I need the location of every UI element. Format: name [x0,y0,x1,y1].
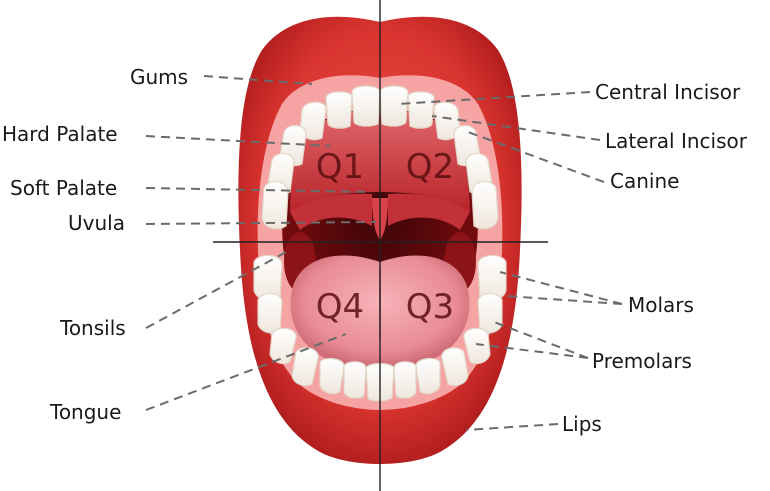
leader-lateral-incisor [431,115,601,141]
label-lips: Lips [562,412,602,436]
soft-palate-shape-right [388,193,470,230]
lower-incisor-5 [415,357,441,395]
quadrant-q3: Q3 [406,287,454,327]
leader-canine [467,131,605,183]
leader-lines [145,75,623,431]
leader-tonsils [145,249,291,329]
leader-lips [465,423,559,431]
central-incisor-right [379,85,409,127]
label-central-incisor: Central Incisor [595,80,741,104]
lateral-incisor-left [325,91,353,129]
lower-incisor-1 [319,357,345,395]
lower-premolar-right-2 [463,327,491,365]
soft-palate-shape [290,193,372,230]
label-canine: Canine [610,169,679,193]
lower-canine-left [291,347,319,387]
label-hard-palate: Hard Palate [2,122,118,146]
lower-incisor-2 [343,361,367,399]
upper-molar-right [471,181,499,230]
label-premolars: Premolars [592,349,692,373]
central-incisor-left [351,85,381,127]
lower-premolar-right-1 [477,292,503,334]
quadrant-q4: Q4 [316,287,364,327]
upper-teeth [261,85,499,230]
leader-hard-palate [145,135,331,147]
leader-tongue [145,333,347,411]
leader-uvula [145,221,377,225]
lower-premolar-left-1 [257,292,283,334]
leader-premolars-2 [475,343,589,359]
label-lateral-incisor: Lateral Incisor [605,129,748,153]
leader-molars-2 [505,295,623,305]
quadrant-q1: Q1 [316,147,364,187]
label-gums: Gums [130,65,188,89]
label-molars: Molars [628,293,694,317]
leader-molars-1 [499,271,623,305]
label-tonsils: Tonsils [59,316,126,340]
quadrant-q2: Q2 [406,147,454,187]
lower-incisor-4 [393,361,417,399]
leader-soft-palate [145,187,371,193]
leader-premolars-1 [493,321,589,359]
label-soft-palate: Soft Palate [10,176,117,200]
lower-canine-right [441,347,469,387]
leader-gums [203,75,313,85]
label-uvula: Uvula [68,211,125,235]
leader-central-incisor [397,91,591,105]
upper-molar-left [261,181,289,230]
lateral-incisor-right [407,91,435,129]
label-tongue: Tongue [49,400,121,424]
